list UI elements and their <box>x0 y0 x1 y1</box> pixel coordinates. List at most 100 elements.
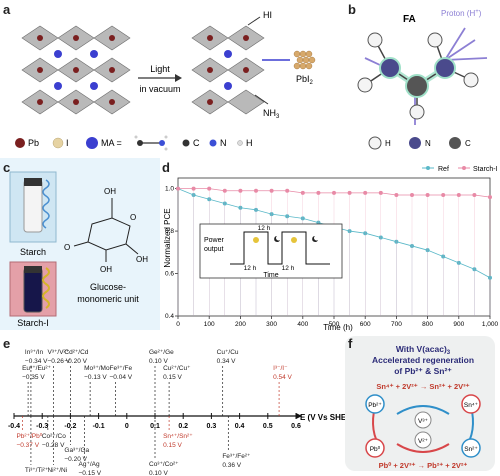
ma-legend-label: MA = <box>101 138 122 148</box>
c-atom-swatch <box>449 137 461 149</box>
redox-couple-label: Mo³⁺/Mo <box>84 365 110 372</box>
x-tick-label: 200 <box>235 321 246 328</box>
redox-couple-label: Cu⁺/Cu <box>217 349 239 356</box>
o-link: O <box>64 243 70 252</box>
potential-tick-label: -0.3 <box>36 423 48 430</box>
c-legend-swatch <box>182 139 190 147</box>
oh-top: OH <box>104 187 116 196</box>
n-legend-label: N <box>220 138 227 148</box>
redox-couple-label: Pb²⁺/Pb⁰ <box>16 432 42 440</box>
legend-ref-label: Ref <box>438 166 449 173</box>
data-point-starch-i <box>425 192 430 197</box>
c-legend-label: C <box>193 138 200 148</box>
x-tick-label: 800 <box>422 321 433 328</box>
data-point-starch-i <box>176 186 180 191</box>
redox-couple-label: Ni²⁺/Ni <box>47 467 67 474</box>
redox-value-label: −0.35 V <box>22 374 45 381</box>
panel-c-letter: c <box>3 160 11 175</box>
data-point-starch-i <box>316 190 321 195</box>
data-point-starch-i <box>456 192 461 197</box>
potential-tick-label: 0.2 <box>178 423 188 430</box>
sn4-node: Sn⁴⁺ <box>464 402 479 409</box>
data-point-starch-i <box>332 190 336 195</box>
starch-i-label: Starch-I <box>17 318 49 328</box>
redox-value-label: −0.26 V <box>47 358 70 365</box>
oh-bottom: OH <box>100 265 112 274</box>
legend-starch-label: Starch-I <box>473 166 498 173</box>
b-c-label: C <box>465 139 471 148</box>
pbi2-label: PbI2 <box>296 74 314 86</box>
redox-couple-label: Eu³⁺/Eu²⁺ <box>22 365 51 372</box>
redox-couple-label: Co³⁺/Co²⁺ <box>149 461 179 468</box>
redox-value-label: 0.15 V <box>163 442 182 449</box>
panel-c-illustration: Starch Starch-I OH O O OH OH Glucose- mo… <box>9 171 148 328</box>
x-tick-label: 400 <box>297 321 308 328</box>
inset-power-label-2: output <box>204 246 224 253</box>
redox-value-label: −0.20 V <box>64 358 87 365</box>
ma-legend-swatch <box>86 137 98 149</box>
redox-value-label: −0.37 V <box>16 442 39 449</box>
redox-couple-label: Ge²⁺/Ge <box>149 349 174 356</box>
b-h-label: H <box>385 139 391 148</box>
v3-node: V³⁺ <box>418 418 429 425</box>
x-tick-label: 900 <box>453 321 464 328</box>
x-axis-label: Time (h) <box>323 323 353 332</box>
panel-a-letter: a <box>3 2 11 17</box>
i-legend-label: I <box>66 138 69 148</box>
pb0-node: Pb⁰ <box>370 445 381 453</box>
y-tick-label: 0.4 <box>165 313 174 320</box>
redox-value-label: 0.36 V <box>222 462 241 469</box>
n-legend-swatch <box>209 139 217 147</box>
redox-value-label: −0.04 V <box>110 374 133 381</box>
inset-12h-left: 12 h <box>244 265 257 272</box>
o-ring: O <box>130 213 136 222</box>
panel-f-letter: f <box>348 336 353 351</box>
pbi2-cluster <box>293 50 316 70</box>
panel-b-illustration: FA Proton (H+) H N C <box>357 9 488 150</box>
redox-value-label: 0.34 V <box>217 358 236 365</box>
panel-f-cycle: With V(acac)3 Accelerated regeneration o… <box>365 344 481 470</box>
redox-couple-label: Sn⁴⁺/Sn²⁺ <box>163 433 193 440</box>
sun-icon <box>291 237 297 243</box>
data-point-starch-i <box>207 186 212 191</box>
h-atom-swatch <box>368 136 382 150</box>
panel-e-letter: e <box>3 336 11 351</box>
n-atom-swatch <box>409 137 421 149</box>
glucose-structure <box>73 198 139 262</box>
sn2-node: Sn²⁺ <box>464 446 478 453</box>
potential-tick-label: 0.6 <box>291 423 301 430</box>
panel-b-letter: b <box>348 2 356 17</box>
redox-couple-label: I³⁻/I⁻ <box>273 365 288 372</box>
f-title-1: With V(acac)3 <box>396 344 451 356</box>
panel-d-letter: d <box>162 160 170 175</box>
redox-couple-label: V³⁺/V²⁺ <box>47 349 69 356</box>
data-point-starch-i <box>441 192 446 197</box>
proton-label: Proton (H+) <box>441 9 482 18</box>
hi-label: HI <box>263 10 272 20</box>
vacuum-label: in vacuum <box>139 84 180 94</box>
x-tick-label: 0 <box>176 321 180 328</box>
redox-value-label: −0.34 V <box>25 358 48 365</box>
redox-value-label: 0.10 V <box>149 358 168 365</box>
moon-icon <box>312 236 318 242</box>
fa-label: FA <box>403 14 416 25</box>
b-n-label: N <box>425 139 431 148</box>
x-tick-label: 700 <box>391 321 402 328</box>
moon-icon <box>274 236 280 242</box>
inset-12h-top: 12 h <box>258 225 271 232</box>
nh3-label: NH3 <box>263 108 280 120</box>
v2-node: V²⁺ <box>418 438 429 445</box>
redox-value-label: 0.54 V <box>273 374 292 381</box>
redox-couple-label: Cu²⁺/Cu⁺ <box>163 365 191 372</box>
data-point-starch-i <box>488 195 492 200</box>
data-point-starch-i <box>472 192 477 197</box>
redox-couple-label: Fe³⁺/Fe <box>110 365 133 372</box>
h-legend-swatch <box>237 140 243 146</box>
data-point-starch-i <box>410 192 414 197</box>
starch-label: Starch <box>20 247 46 257</box>
oh-right: OH <box>136 255 148 264</box>
panel-a-legend: Pb I MA = C N H <box>15 135 253 151</box>
redox-value-label: −0.15 V <box>79 470 102 476</box>
